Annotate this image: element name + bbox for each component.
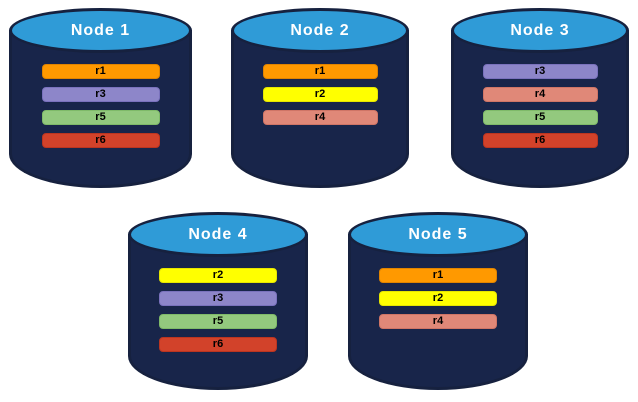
replica-bar-r2: r2 xyxy=(379,291,497,306)
cylinder-top-ellipse xyxy=(348,212,528,257)
database-node-5: Node 5 r1 r2 r4 xyxy=(348,212,528,390)
node-title: Node 3 xyxy=(510,21,570,39)
node-title: Node 2 xyxy=(290,21,350,39)
replica-list: r2 r3 r5 r6 xyxy=(128,268,308,352)
cylinder-top-ellipse xyxy=(451,8,629,53)
cylinder-body xyxy=(348,234,528,390)
replica-bar-r4: r4 xyxy=(262,110,378,125)
replica-bar-r1: r1 xyxy=(41,64,160,79)
database-node-2: Node 2 r1 r2 r4 xyxy=(231,8,409,188)
replica-bar-r4: r4 xyxy=(482,87,598,102)
replica-bar-r1: r1 xyxy=(379,268,497,283)
cylinder-top-ellipse xyxy=(9,8,192,53)
replica-list: r3 r4 r5 r6 xyxy=(451,64,629,148)
replica-bar-r6: r6 xyxy=(482,133,598,148)
replica-list: r1 r2 r4 xyxy=(231,64,409,125)
replica-bar-r5: r5 xyxy=(482,110,598,125)
node-title: Node 1 xyxy=(70,21,131,39)
replica-bar-r6: r6 xyxy=(159,337,277,352)
replica-bar-r5: r5 xyxy=(159,314,277,329)
database-node-4: Node 4 r2 r3 r5 r6 xyxy=(128,212,308,390)
cylinder-top-ellipse xyxy=(128,212,308,257)
cylinder-body xyxy=(9,30,192,188)
replica-list: r1 r3 r5 r6 xyxy=(9,64,192,148)
database-node-3: Node 3 r3 r4 r5 r6 xyxy=(451,8,629,188)
replica-bar-r3: r3 xyxy=(159,291,277,306)
replica-bar-r2: r2 xyxy=(262,87,378,102)
cylinder-top-ellipse xyxy=(231,8,409,53)
replica-bar-r3: r3 xyxy=(482,64,598,79)
cylinder-body xyxy=(128,234,308,390)
replica-bar-r5: r5 xyxy=(41,110,160,125)
node-title: Node 4 xyxy=(188,225,248,243)
replica-list: r1 r2 r4 xyxy=(348,268,528,329)
cylinder-body xyxy=(231,30,409,188)
replica-bar-r4: r4 xyxy=(379,314,497,329)
database-node-1: Node 1 r1 r3 r5 r6 xyxy=(9,8,192,188)
replica-bar-r3: r3 xyxy=(41,87,160,102)
replica-bar-r6: r6 xyxy=(41,133,160,148)
cylinder-body xyxy=(451,30,629,188)
replica-bar-r2: r2 xyxy=(159,268,277,283)
node-title: Node 5 xyxy=(408,225,468,243)
replica-bar-r1: r1 xyxy=(262,64,378,79)
